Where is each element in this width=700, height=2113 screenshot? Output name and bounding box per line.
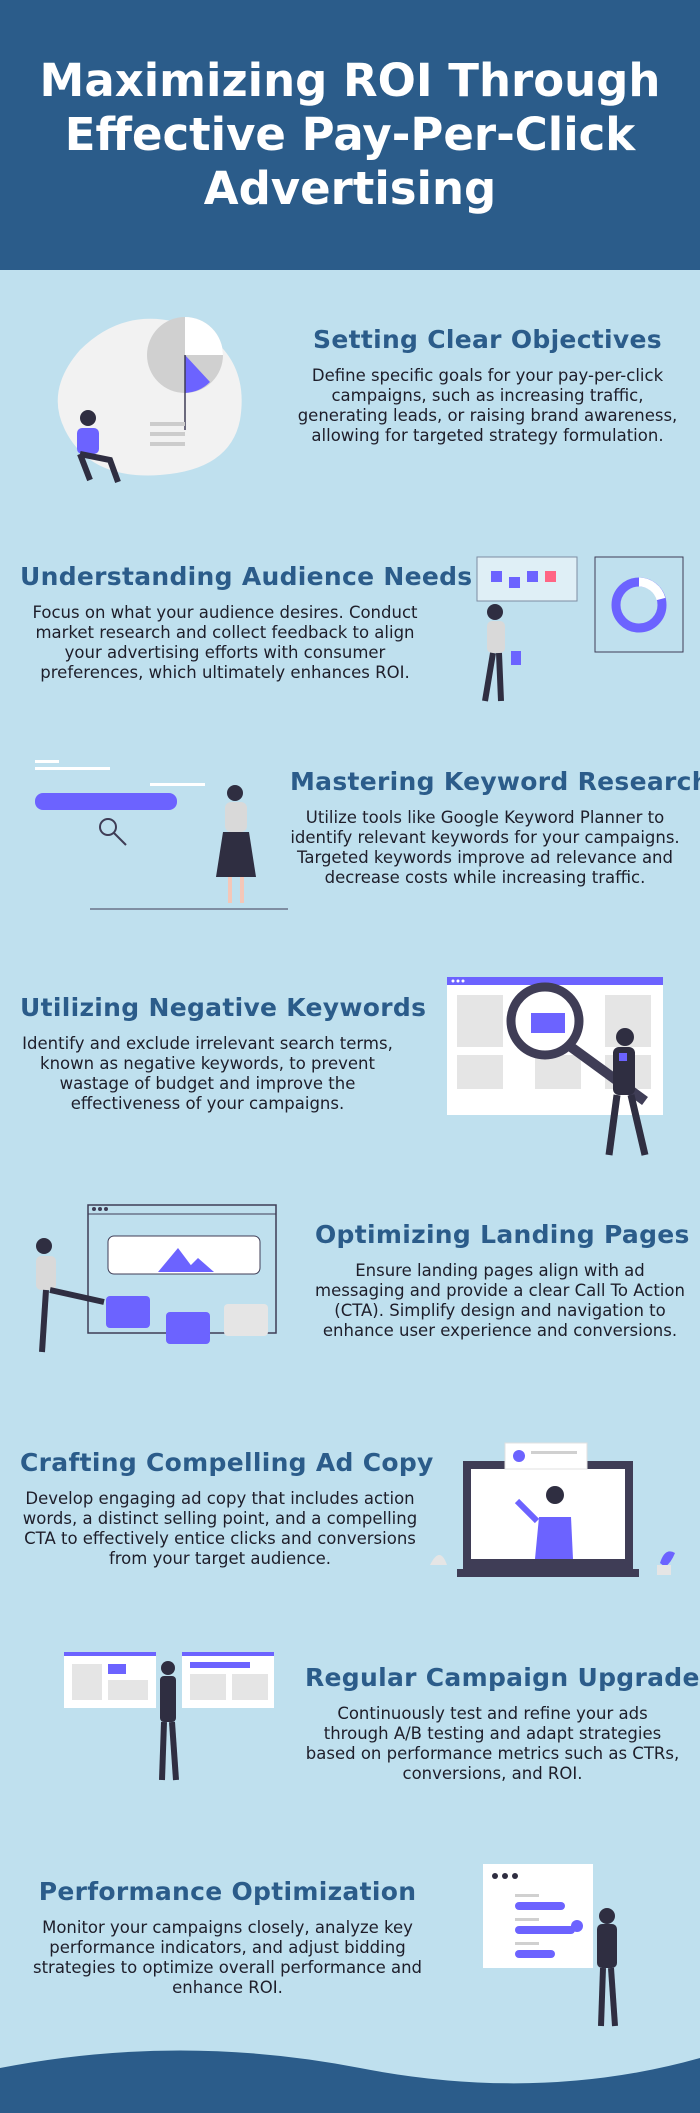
section-title: Optimizing Landing Pages [315, 1220, 690, 1249]
section-body: Develop engaging ad copy that includes a… [22, 1489, 418, 1568]
browser-windows-illustration [62, 1650, 277, 1800]
section-optimizing-landing-pages: Optimizing Landing Pages Ensure landing … [315, 1220, 690, 1341]
section-title: Performance Optimization [38, 1877, 417, 1906]
page-title: Maximizing ROI Through Effective Pay-Per… [39, 54, 661, 215]
section-body: Monitor your campaigns closely, analyze … [32, 1918, 423, 1997]
section-utilizing-negative-keywords: Utilizing Negative Keywords Identify and… [20, 993, 427, 1114]
section-understanding-audience-needs: Understanding Audience Needs Focus on wh… [20, 562, 473, 683]
search-bar-illustration [30, 755, 295, 915]
section-title: Mastering Keyword Research [290, 767, 700, 796]
section-title: Understanding Audience Needs [20, 562, 473, 591]
section-title: Utilizing Negative Keywords [20, 993, 427, 1022]
landing-page-illustration [18, 1200, 280, 1360]
laptop-ad-illustration [425, 1435, 680, 1585]
footer-wave [0, 2050, 700, 2113]
section-title: Setting Clear Objectives [313, 325, 662, 354]
pie-chart-illustration [40, 310, 255, 490]
section-title: Crafting Compelling Ad Copy [20, 1448, 434, 1477]
section-body: Continuously test and refine your ads th… [305, 1704, 680, 1783]
checklist-illustration [475, 1860, 650, 2035]
header-banner: Maximizing ROI Through Effective Pay-Per… [0, 0, 700, 270]
section-performance-optimization: Performance Optimization Monitor your ca… [30, 1877, 425, 1998]
section-title: Regular Campaign Upgrades [305, 1663, 700, 1692]
magnifier-illustration [445, 975, 665, 1165]
section-mastering-keyword-research: Mastering Keyword Research Utilize tools… [290, 767, 700, 888]
kanban-board-illustration [465, 555, 685, 710]
section-setting-clear-objectives: Setting Clear Objectives Define specific… [295, 325, 680, 446]
section-body: Utilize tools like Google Keyword Planne… [290, 808, 680, 887]
section-crafting-compelling-ad-copy: Crafting Compelling Ad Copy Develop enga… [20, 1448, 434, 1569]
section-body: Ensure landing pages align with ad messa… [315, 1261, 685, 1340]
section-body: Define specific goals for your pay-per-c… [297, 366, 678, 445]
section-regular-campaign-upgrades: Regular Campaign Upgrades Continuously t… [305, 1663, 700, 1784]
section-body: Identify and exclude irrelevant search t… [22, 1034, 393, 1113]
section-body: Focus on what your audience desires. Con… [32, 603, 418, 682]
